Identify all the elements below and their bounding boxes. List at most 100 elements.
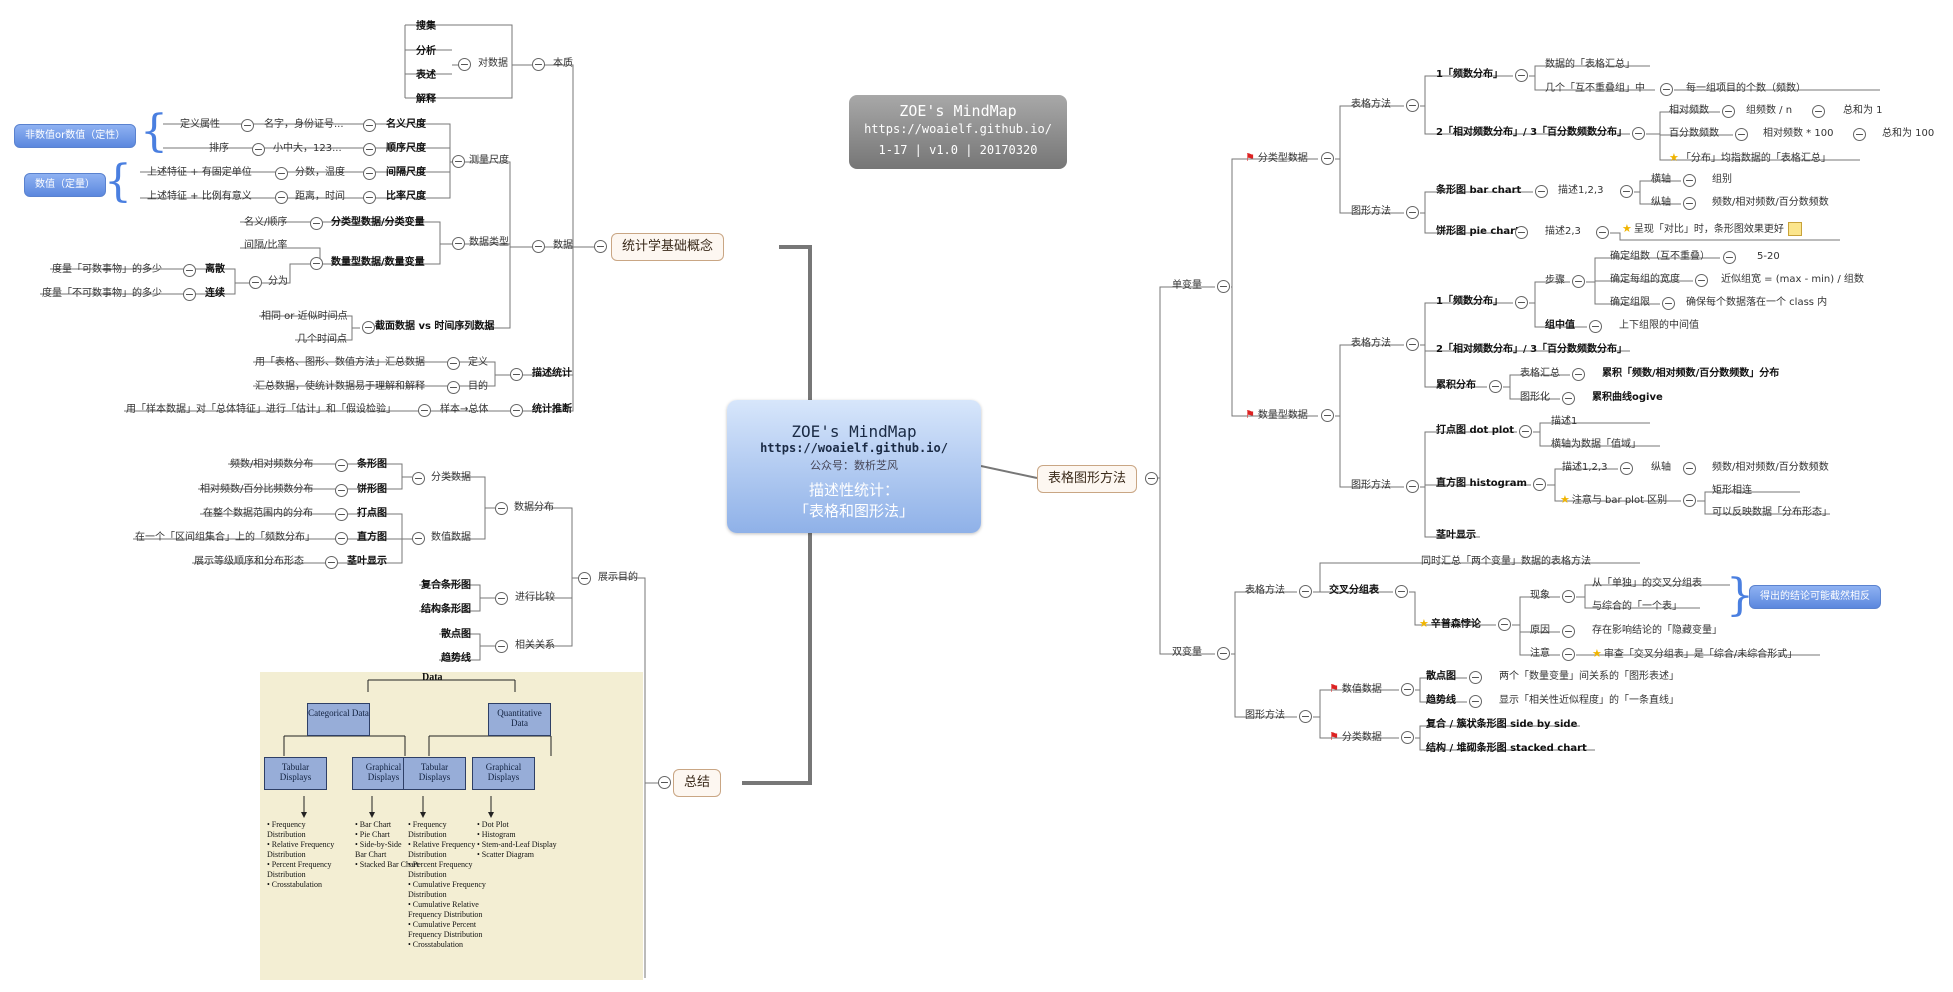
- node-table-method-1[interactable]: 表格方法: [1351, 99, 1391, 110]
- node-on-data[interactable]: 对数据: [478, 58, 508, 69]
- collapse[interactable]: −: [1406, 99, 1419, 112]
- collapse[interactable]: −: [1406, 480, 1419, 493]
- node-scatter-r[interactable]: 散点图: [1426, 671, 1456, 682]
- node-phenomenon[interactable]: 现象: [1530, 590, 1550, 601]
- node-definition[interactable]: 定义: [468, 357, 488, 368]
- node-several-times[interactable]: 几个时间点: [297, 334, 347, 345]
- node-data-type[interactable]: 数据类型: [469, 237, 509, 248]
- node-univariate[interactable]: 单变量: [1172, 280, 1202, 291]
- node-determine-groups[interactable]: 确定组数（互不重叠）: [1610, 251, 1710, 262]
- node-structure-bar[interactable]: 结构条形图: [421, 604, 471, 615]
- node-describe-123-a[interactable]: 描述1,2,3: [1558, 185, 1604, 196]
- node-bar-chart[interactable]: 条形图: [357, 459, 387, 470]
- node-small-medium-large[interactable]: 小中大，123...: [273, 143, 342, 154]
- collapse[interactable]: −: [1498, 618, 1511, 631]
- node-discrete[interactable]: 离散: [205, 264, 225, 275]
- collapse[interactable]: −: [418, 404, 431, 417]
- collapse[interactable]: −: [1620, 462, 1633, 475]
- collapse[interactable]: −: [1299, 710, 1312, 723]
- node-midpoint-def[interactable]: 上下组限的中间值: [1619, 320, 1699, 331]
- node-rank-shape[interactable]: 展示等级顺序和分布形态: [194, 556, 304, 567]
- collapse[interactable]: −: [1662, 297, 1675, 310]
- collapse[interactable]: −: [1683, 174, 1696, 187]
- collapse[interactable]: −: [335, 508, 348, 521]
- node-compare[interactable]: 进行比较: [515, 592, 555, 603]
- node-trend-line-r[interactable]: 趋势线: [1426, 695, 1456, 706]
- collapse[interactable]: −: [1401, 731, 1414, 744]
- node-interval-scale[interactable]: 间隔尺度: [386, 167, 426, 178]
- node-interval-freq[interactable]: 在一个「区间组集合」上的「频数分布」: [135, 532, 315, 543]
- collapse[interactable]: −: [310, 257, 323, 270]
- node-simpson-paradox[interactable]: ★辛普森悖论: [1419, 618, 1481, 631]
- collapse[interactable]: −: [1469, 695, 1482, 708]
- node-divided-into[interactable]: 分为: [268, 276, 288, 287]
- node-analyze[interactable]: 分析: [416, 46, 436, 57]
- node-x-range[interactable]: 横轴为数据「值域」: [1551, 439, 1641, 450]
- node-cumulative-dist[interactable]: 累积分布: [1436, 380, 1476, 391]
- node-bar-chart-r[interactable]: 条形图 bar chart: [1436, 185, 1522, 196]
- node-describe-23[interactable]: 描述2,3: [1545, 226, 1581, 237]
- node-nominal-ordinal[interactable]: 名义/顺序: [244, 217, 288, 228]
- node-quantitative-data[interactable]: 数量型数据/数量变量: [331, 257, 425, 268]
- node-group-freq-n[interactable]: 组频数 / n: [1746, 105, 1793, 116]
- collapse[interactable]: −: [452, 237, 465, 250]
- node-from-single[interactable]: 从「单独」的交叉分组表: [1592, 578, 1702, 589]
- node-side-by-side[interactable]: 复合 / 簇状条形图 side by side: [1426, 719, 1578, 730]
- node-present[interactable]: 表述: [416, 70, 436, 81]
- collapse[interactable]: −: [183, 288, 196, 301]
- collapse[interactable]: −: [1572, 275, 1585, 288]
- node-stem-leaf[interactable]: 茎叶显示: [347, 556, 387, 567]
- node-table-method-3[interactable]: 表格方法: [1245, 585, 1285, 596]
- collapse[interactable]: −: [532, 240, 545, 253]
- collapse[interactable]: −: [183, 264, 196, 277]
- collapse[interactable]: −: [510, 404, 523, 417]
- node-desc-definition[interactable]: 用「表格、图形、数值方法」汇总数据: [255, 357, 425, 368]
- node-with-combined[interactable]: 与综合的「一个表」: [1592, 601, 1682, 612]
- node-bar-plot-diff[interactable]: ★注意与 bar plot 区别: [1560, 494, 1667, 507]
- node-data[interactable]: 数据: [553, 240, 573, 251]
- branch-basic-collapse[interactable]: −: [594, 240, 607, 253]
- collapse[interactable]: −: [1632, 127, 1645, 140]
- node-dot-plot-r[interactable]: 打点图 dot plot: [1436, 425, 1515, 436]
- node-quantitative-data-r[interactable]: ⚑数量型数据: [1245, 409, 1308, 422]
- collapse[interactable]: −: [1683, 197, 1696, 210]
- node-pie-chart[interactable]: 饼形图: [357, 484, 387, 495]
- collapse[interactable]: −: [325, 556, 338, 569]
- branch-table-graph-methods[interactable]: 表格图形方法: [1037, 465, 1138, 493]
- node-rel-pct-freq-2[interactable]: 2「相对频数分布」/ 3「百分数频数分布」: [1436, 344, 1628, 355]
- collapse[interactable]: −: [1321, 409, 1334, 422]
- collapse[interactable]: −: [1683, 462, 1696, 475]
- node-group-limits[interactable]: 确定组限: [1610, 297, 1650, 308]
- collapse[interactable]: −: [1469, 671, 1482, 684]
- collapse[interactable]: −: [362, 321, 375, 334]
- node-non-overlapping[interactable]: 几个「互不重叠组」中: [1545, 83, 1645, 94]
- node-rect-adjacent[interactable]: 矩形相连: [1712, 485, 1752, 496]
- node-group[interactable]: 组别: [1712, 174, 1732, 185]
- node-on-data-collapse[interactable]: −: [458, 58, 471, 71]
- branch-basic-concepts[interactable]: 统计学基础概念: [611, 233, 725, 261]
- node-dot-plot[interactable]: 打点图: [357, 508, 387, 519]
- collapse[interactable]: −: [1406, 206, 1419, 219]
- collapse[interactable]: −: [1562, 648, 1575, 661]
- node-midpoint[interactable]: 组中值: [1545, 320, 1575, 331]
- collapse[interactable]: −: [241, 119, 254, 132]
- node-sum-100[interactable]: 总和为 100: [1882, 128, 1935, 139]
- node-table-method-2[interactable]: 表格方法: [1351, 338, 1391, 349]
- collapse[interactable]: −: [452, 155, 465, 168]
- collapse[interactable]: −: [1620, 185, 1633, 198]
- node-distribution-note[interactable]: ★「分布」均指数据的「表格汇总」: [1669, 152, 1831, 165]
- collapse[interactable]: −: [1562, 590, 1575, 603]
- collapse[interactable]: −: [1812, 105, 1825, 118]
- node-inferential-stats[interactable]: 统计推断: [532, 404, 572, 415]
- node-pie-chart-r[interactable]: 饼形图 pie chart: [1436, 226, 1520, 237]
- node-steps[interactable]: 步骤: [1545, 275, 1565, 286]
- collapse[interactable]: −: [1722, 105, 1735, 118]
- node-categorical-data[interactable]: 分类型数据/分类变量: [331, 217, 425, 228]
- node-rel-freq-times-100[interactable]: 相对频数 * 100: [1763, 128, 1834, 139]
- collapse[interactable]: −: [1596, 226, 1609, 239]
- collapse[interactable]: −: [335, 459, 348, 472]
- collapse[interactable]: −: [1395, 585, 1408, 598]
- collapse[interactable]: −: [1321, 152, 1334, 165]
- node-name-id[interactable]: 名字，身份证号...: [264, 119, 344, 130]
- collapse[interactable]: −: [412, 472, 425, 485]
